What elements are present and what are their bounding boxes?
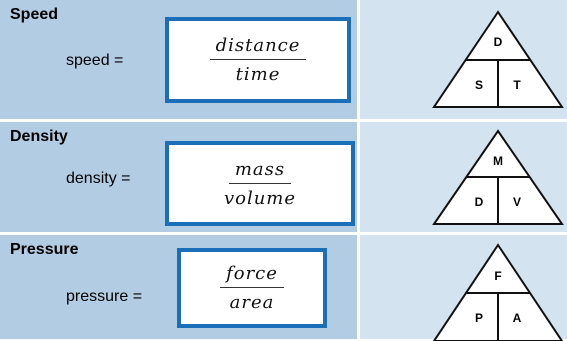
pressure-numerator: force (220, 263, 284, 288)
row-divider (0, 119, 567, 122)
pressure-row: Pressure pressure = force area F P A (0, 235, 567, 341)
speed-denominator: time (235, 64, 281, 85)
speed-triangle-top: D (494, 35, 503, 49)
pressure-triangle-cell: F P A (360, 235, 567, 341)
density-triangle-cell: M D V (360, 122, 567, 232)
speed-numerator: distance (209, 35, 307, 60)
density-formula-box: mass volume (165, 141, 355, 226)
density-denominator: volume (223, 187, 297, 209)
speed-lhs: speed = (66, 52, 124, 69)
speed-title: Speed (10, 6, 59, 23)
density-triangle-icon: M D V (432, 129, 564, 225)
pressure-formula-box: force area (177, 248, 327, 328)
density-title: Density (10, 128, 68, 145)
speed-formula-box: distance time (165, 17, 351, 103)
pressure-title: Pressure (10, 241, 79, 258)
speed-triangle-icon: D S T (432, 10, 564, 108)
pressure-triangle-right: A (513, 311, 522, 325)
pressure-triangle-icon: F P A (432, 243, 564, 341)
pressure-triangle-top: F (494, 269, 501, 283)
pressure-lhs: pressure = (66, 288, 143, 305)
density-fraction: mass volume (169, 159, 351, 209)
pressure-denominator: area (229, 292, 275, 313)
row-divider (0, 232, 567, 235)
pressure-triangle-left: P (475, 311, 483, 325)
density-triangle-left: D (475, 195, 484, 209)
speed-fraction: distance time (169, 35, 347, 85)
speed-triangle-cell: D S T (360, 0, 567, 119)
pressure-formula-cell: Pressure pressure = force area (0, 235, 357, 339)
density-triangle-right: V (513, 195, 521, 209)
density-numerator: mass (228, 159, 292, 184)
density-formula-cell: Density density = mass volume (0, 122, 357, 232)
density-lhs: density = (66, 170, 131, 187)
density-triangle-top: M (493, 154, 503, 168)
speed-row: Speed speed = distance time D S T (0, 0, 567, 119)
speed-triangle-right: T (513, 78, 521, 92)
speed-triangle-left: S (475, 78, 483, 92)
pressure-fraction: force area (181, 263, 323, 313)
speed-formula-cell: Speed speed = distance time (0, 0, 357, 119)
density-row: Density density = mass volume M D V (0, 122, 567, 232)
